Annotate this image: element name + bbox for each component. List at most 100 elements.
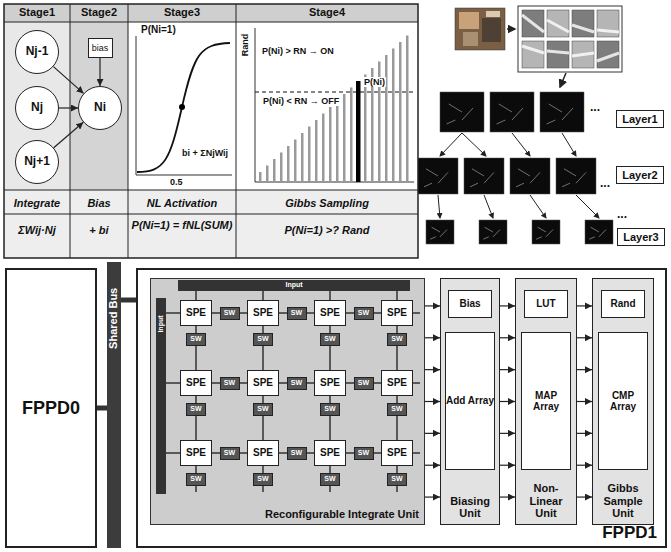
connector	[54, 122, 84, 147]
feature-trace	[483, 227, 500, 239]
stage-header-holder: Stage3	[128, 6, 236, 19]
step-name: Bias	[87, 197, 110, 209]
connector	[577, 369, 592, 370]
random-bar	[329, 107, 332, 182]
layer-tag: Layer1	[616, 110, 664, 128]
switch-box-text: SW	[291, 379, 302, 387]
switch-box: SW	[253, 473, 273, 486]
filter-stripe	[572, 53, 594, 56]
step-name-holder: NL Activation	[128, 197, 236, 210]
filter-tile	[597, 10, 619, 37]
feature-trace	[562, 169, 586, 187]
pipeline-unit: Gibbs Sample UnitRandCMP Array	[592, 278, 654, 525]
connector	[425, 496, 440, 497]
stage-header: Stage4	[309, 6, 345, 18]
array-box-text: Bias	[459, 298, 480, 310]
filter-tile	[572, 10, 594, 37]
stage-header: Stage3	[164, 6, 200, 18]
layer-tag: Layer3	[617, 228, 665, 246]
header-band	[4, 4, 418, 22]
feature-map	[490, 92, 534, 132]
pipeline-unit-text: Gibbs Sample Unit	[596, 482, 650, 520]
tick-label-holder: 0.5	[170, 177, 183, 188]
tick-label: 0.5	[170, 177, 183, 187]
switch-box: SW	[287, 447, 307, 460]
feature-trace	[536, 227, 553, 239]
step-formula-holder: P(Ni=1) = fNL(SUM)	[128, 219, 236, 232]
connector	[577, 465, 592, 466]
stage-header-holder: Stage1	[4, 6, 70, 19]
switch-box: SW	[186, 333, 206, 346]
feature-trace	[589, 227, 606, 239]
photo-patch	[482, 18, 501, 42]
stage-header-holder: Stage4	[236, 6, 418, 19]
step-name-holder: Integrate	[4, 197, 70, 210]
filter-tile	[597, 41, 619, 68]
step-formula: P(Ni=1) >? Rand	[285, 224, 370, 236]
feature-trace	[497, 104, 523, 124]
input-bar: Input	[156, 298, 166, 494]
photo-patch	[486, 11, 500, 17]
spe-box: SPE	[247, 300, 279, 326]
random-bar	[308, 127, 311, 183]
spe-box: SPE	[180, 370, 212, 396]
threshold-label: P(Ni)	[363, 77, 386, 87]
ellipsis-holder: ...	[600, 176, 610, 190]
axis-label-holder: P(Ni=1)	[141, 24, 176, 36]
feature-trace	[424, 169, 448, 187]
ellipsis: ...	[600, 176, 610, 190]
axis-label: P(Ni=1)	[141, 24, 176, 35]
random-bar	[273, 159, 276, 182]
random-bar	[399, 42, 402, 182]
switch-box: SW	[387, 403, 407, 416]
neuron-circle: Nj+1	[15, 140, 59, 184]
connector	[577, 433, 592, 434]
layer-arrow	[484, 195, 493, 218]
integrate-unit-ground	[150, 278, 425, 525]
switch-box: SW	[253, 333, 273, 346]
input-photo	[455, 8, 505, 50]
pipeline-unit: Non-Linear UnitLUTMAP Array	[515, 278, 577, 525]
shared-bus: Shared Bus	[107, 262, 121, 548]
feature-map	[556, 158, 596, 194]
connector	[425, 433, 440, 434]
sigmoid-axis	[136, 36, 232, 175]
filter-arrow	[560, 73, 566, 87]
formula-band	[4, 190, 418, 258]
random-bar	[364, 75, 367, 183]
array-box-text: Rand	[611, 298, 636, 310]
random-bar	[392, 49, 395, 183]
neuron-circle: Nj	[15, 86, 59, 130]
array-box: MAP Array	[521, 332, 571, 470]
feature-map	[510, 158, 550, 194]
switch-box-text: SW	[324, 405, 335, 413]
spe-box: SPE	[180, 300, 212, 326]
spe-box: SPE	[180, 440, 212, 466]
fppd-block: FPPD1Reconfigurable Integrate UnitInputI…	[136, 268, 667, 548]
step-formula: + bi	[89, 224, 108, 236]
feature-map	[464, 158, 504, 194]
pe-wires	[166, 290, 420, 492]
switch-box-text: SW	[224, 449, 235, 457]
step-formula-holder: + bi	[70, 224, 128, 237]
step-name-holder: Bias	[70, 197, 128, 210]
switch-box: SW	[320, 403, 340, 416]
random-bar	[336, 101, 339, 183]
random-bar	[322, 114, 325, 183]
fppd-block: FPPD0	[5, 268, 97, 548]
feature-map	[426, 220, 454, 244]
layer-arrow	[562, 133, 576, 156]
filter-stripe	[522, 46, 544, 53]
connector	[500, 401, 515, 402]
bias-box: bias	[88, 38, 113, 58]
switch-box-text: SW	[391, 475, 402, 483]
connector	[425, 305, 440, 306]
filter-tile	[547, 10, 569, 37]
switch-box-text: SW	[291, 309, 302, 317]
step-name: Gibbs Sampling	[285, 197, 369, 209]
switch-box: SW	[354, 447, 374, 460]
threshold-note: P(Ni) < RN → OFF	[262, 96, 340, 106]
spe-box-text: SPE	[186, 377, 206, 389]
feature-map	[532, 220, 560, 244]
spe-box-text: SPE	[253, 307, 273, 319]
